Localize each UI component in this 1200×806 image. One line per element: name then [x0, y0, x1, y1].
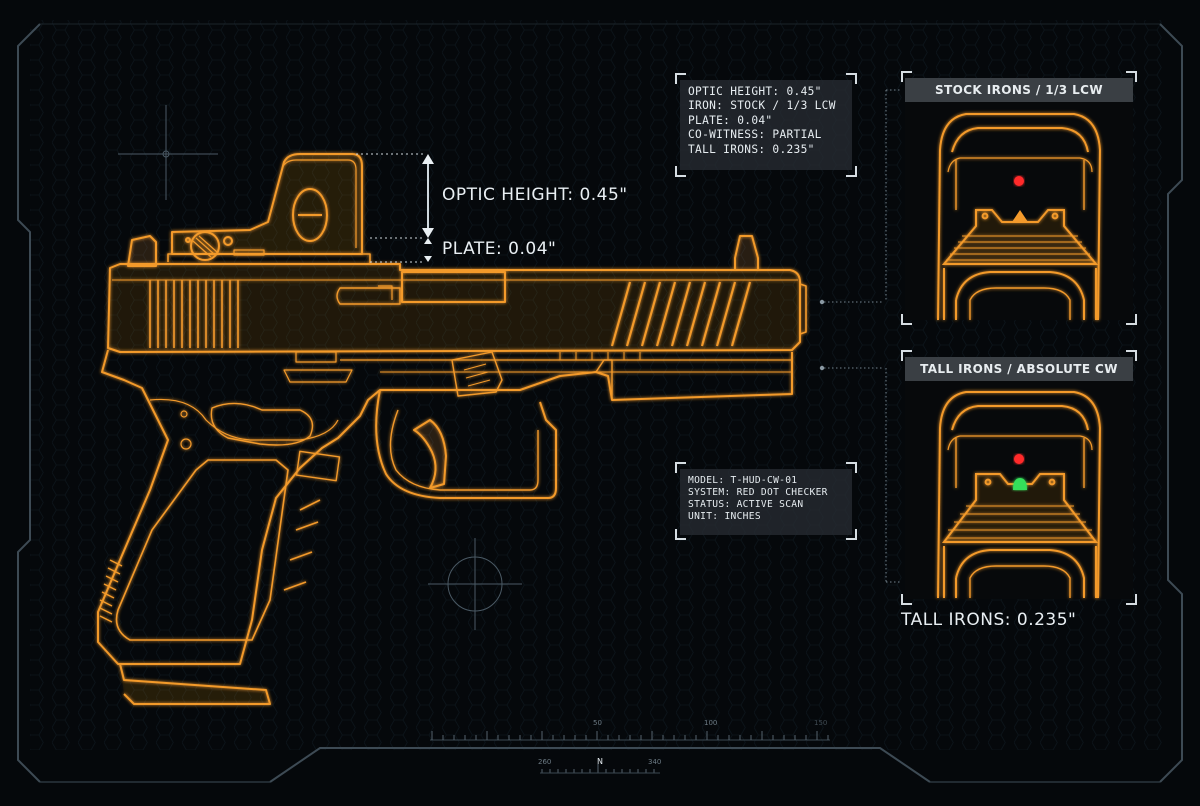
panel-brackets — [675, 71, 1137, 605]
tall-irons-label: TALL IRONS: 0.235" — [901, 610, 1077, 630]
scale-tick-label: 50 — [593, 719, 602, 727]
system-line: UNIT: INCHES — [688, 511, 761, 522]
crosshair-icon — [118, 105, 218, 200]
red-dot-reticle — [1014, 454, 1024, 464]
pistol-blueprint-icon — [97, 153, 807, 705]
front-post-stock — [1012, 210, 1028, 222]
spec-panel: OPTIC HEIGHT: 0.45" IRON: STOCK / 1/3 LC… — [680, 80, 852, 170]
scale-tick-label: 150 — [814, 719, 828, 727]
plate-label: PLATE: 0.04" — [442, 239, 557, 259]
compass-label: 260 — [538, 758, 552, 766]
bottom-scale — [430, 731, 830, 774]
dimension-lines — [356, 153, 434, 263]
hud-frame — [17, 23, 1183, 783]
system-line: SYSTEM: RED DOT CHECKER — [688, 487, 828, 498]
red-dot-reticle — [1014, 176, 1024, 186]
crosshair-icon — [428, 538, 522, 630]
tall-irons-title: TALL IRONS / ABSOLUTE CW — [905, 357, 1133, 381]
system-panel: MODEL: T-HUD-CW-01 SYSTEM: RED DOT CHECK… — [680, 469, 852, 535]
spec-line: PLATE: 0.04" — [688, 113, 773, 127]
optic-height-label: OPTIC HEIGHT: 0.45" — [442, 185, 628, 205]
stock-irons-title: STOCK IRONS / 1/3 LCW — [905, 78, 1133, 102]
spec-line: OPTIC HEIGHT: 0.45" — [688, 85, 822, 98]
compass-north: N — [597, 757, 603, 766]
compass-label: 340 — [648, 758, 662, 766]
system-line: STATUS: ACTIVE SCAN — [688, 499, 804, 510]
spec-line: IRON: STOCK / 1/3 LCW — [688, 99, 836, 113]
connector-lines — [819, 89, 902, 583]
tall-irons-view — [905, 381, 1133, 599]
scale-tick-label: 100 — [704, 719, 718, 727]
front-post-tall — [1013, 478, 1027, 490]
system-line: MODEL: T-HUD-CW-01 — [688, 475, 798, 486]
stock-irons-view — [905, 102, 1133, 321]
red-dot-optic-icon — [171, 153, 363, 261]
spec-line: CO-WITNESS: PARTIAL — [688, 128, 822, 142]
spec-line: TALL IRONS: 0.235" — [688, 142, 815, 156]
